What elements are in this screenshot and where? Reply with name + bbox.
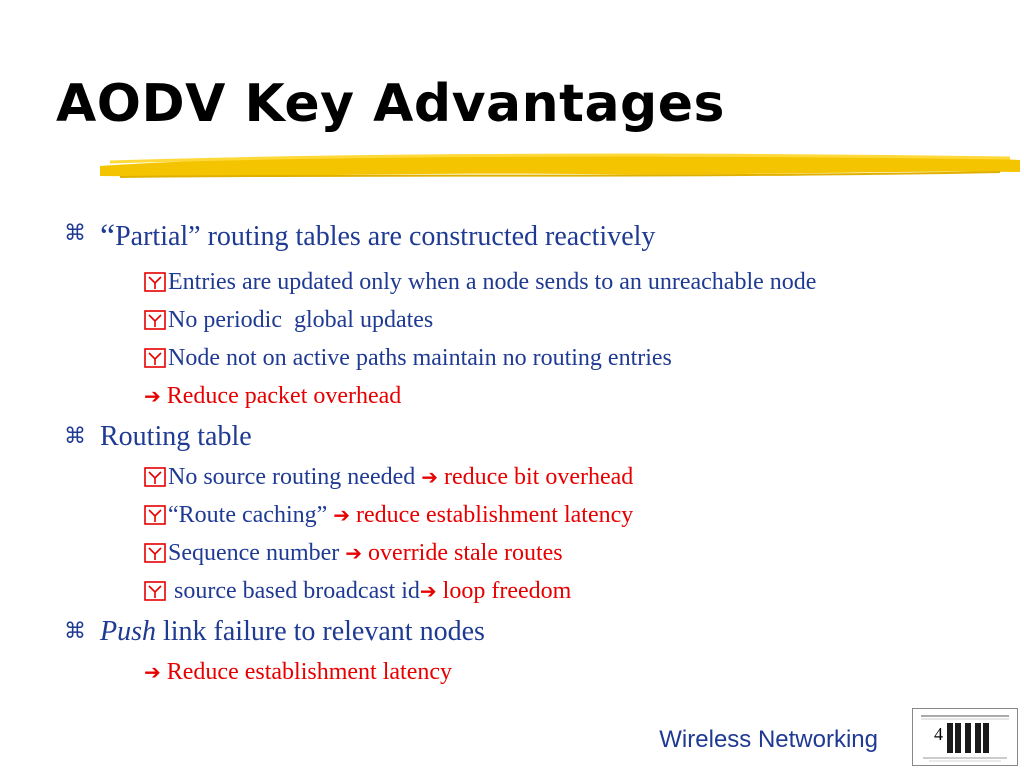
bullet-routing-table: ⌘ Routing table bbox=[64, 419, 994, 454]
sub-bullet-text: Node not on active paths maintain no rou… bbox=[168, 344, 672, 371]
right-arrow-icon: ➔ bbox=[345, 540, 363, 565]
bullet-text: Partial” routing tables are constructed … bbox=[115, 221, 656, 252]
command-key-icon: ⌘ bbox=[64, 221, 86, 246]
right-arrow-icon: ➔ bbox=[144, 383, 161, 408]
sub-bullet: source based broadcast id➔ loop freedom bbox=[64, 576, 994, 606]
dsm-logo bbox=[912, 708, 1018, 766]
sub-bullet-arrow: ➔ Reduce packet overhead bbox=[64, 381, 994, 411]
y-box-icon bbox=[144, 542, 166, 563]
sub-bullet-text: No periodic global updates bbox=[168, 306, 434, 333]
y-box-icon bbox=[144, 347, 166, 368]
sub-bullet-result: reduce bit overhead bbox=[444, 463, 634, 490]
yellow-brush-underline bbox=[100, 153, 1020, 178]
sub-bullet: Sequence number ➔ override stale routes bbox=[64, 538, 994, 568]
bullet-partial-routing: ⌘ “Partial” routing tables are construct… bbox=[64, 216, 994, 259]
y-box-icon bbox=[144, 309, 166, 330]
y-box-icon bbox=[144, 466, 166, 487]
bullet-italic: Push bbox=[100, 615, 156, 647]
sub-bullet-result: reduce establishment latency bbox=[356, 501, 634, 528]
arrow-text: Reduce packet overhead bbox=[166, 382, 402, 409]
sub-bullet-text: “Route caching” bbox=[168, 501, 328, 528]
sub-bullet: No periodic global updates bbox=[64, 305, 994, 335]
y-box-icon bbox=[144, 504, 166, 525]
bullet-text: link failure to relevant nodes bbox=[156, 615, 485, 647]
slide-title: AODV Key Advantages bbox=[56, 74, 725, 134]
sub-bullet-text: Sequence number bbox=[168, 539, 340, 566]
sub-bullet-arrow: ➔ Reduce establishment latency bbox=[64, 657, 994, 687]
sub-bullet: Node not on active paths maintain no rou… bbox=[64, 343, 994, 373]
sub-bullet-text: source based broadcast id bbox=[168, 577, 420, 604]
sub-bullet: No source routing needed ➔ reduce bit ov… bbox=[64, 462, 994, 492]
slide-content: ⌘ “Partial” routing tables are construct… bbox=[64, 216, 994, 695]
open-quote: “ bbox=[100, 218, 116, 255]
sub-bullet-text: Entries are updated only when a node sen… bbox=[168, 268, 817, 295]
arrow-text: Reduce establishment latency bbox=[166, 658, 452, 685]
command-key-icon: ⌘ bbox=[64, 618, 86, 644]
command-key-icon: ⌘ bbox=[64, 423, 86, 449]
right-arrow-icon: ➔ bbox=[419, 578, 437, 603]
sub-bullet-result: loop freedom bbox=[442, 577, 572, 604]
bullet-text: Routing table bbox=[100, 420, 252, 452]
y-box-icon bbox=[144, 580, 166, 601]
right-arrow-icon: ➔ bbox=[421, 464, 439, 489]
footer-course-title: Wireless Networking bbox=[659, 726, 878, 753]
y-box-icon bbox=[144, 271, 166, 292]
slide-number: 4 bbox=[934, 724, 943, 744]
sub-bullet-result: override stale routes bbox=[368, 539, 563, 566]
right-arrow-icon: ➔ bbox=[144, 659, 161, 684]
right-arrow-icon: ➔ bbox=[333, 502, 351, 527]
sub-bullet: Entries are updated only when a node sen… bbox=[64, 267, 994, 297]
sub-bullet: “Route caching” ➔ reduce establishment l… bbox=[64, 500, 994, 530]
bullet-push-link-failure: ⌘ Push link failure to relevant nodes bbox=[64, 614, 994, 649]
dsm-logo-mark bbox=[921, 715, 1009, 762]
sub-bullet-text: No source routing needed bbox=[168, 463, 416, 490]
